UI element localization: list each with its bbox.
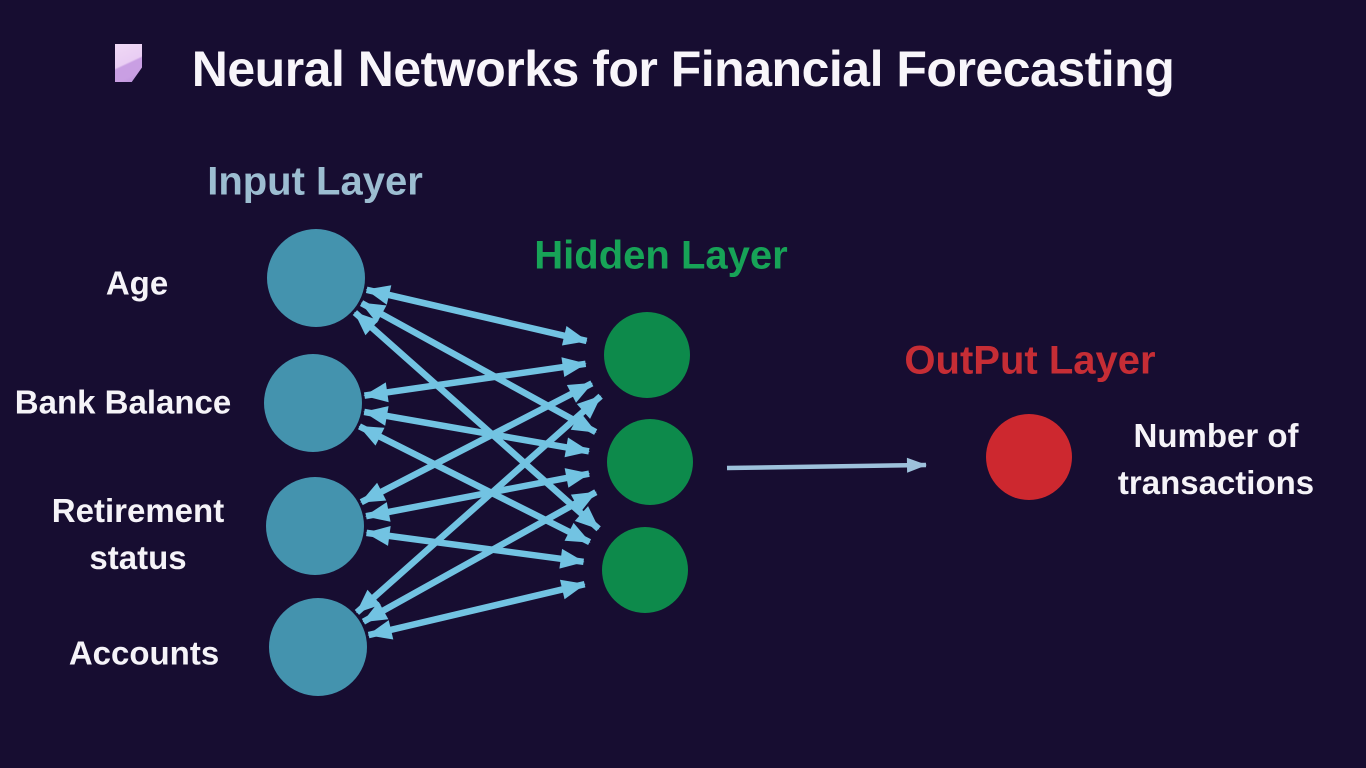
- input-node-bank-balance: [264, 354, 362, 452]
- input-node-label-accounts: Accounts: [68, 634, 220, 672]
- input-node-label-age: Age: [105, 264, 169, 302]
- connection-accounts-to-hidden-1: [354, 393, 603, 615]
- page-title: Neural Networks for Financial Forecastin…: [191, 41, 1175, 97]
- connection-accounts-to-hidden-3: [367, 579, 586, 640]
- retirement-label-line-1: Retirement: [51, 492, 225, 529]
- input-node-label-bank-balance: Bank Balance: [14, 383, 232, 421]
- input-node-label-retirement-status: Retirement status: [52, 487, 224, 581]
- hidden-node-hidden-3: [602, 527, 688, 613]
- hidden-node-hidden-2: [607, 419, 693, 505]
- input-layer-label: Input Layer: [207, 159, 423, 204]
- hidden-node-hidden-1: [604, 312, 690, 398]
- retirement-label-line-2: status: [89, 539, 187, 576]
- input-node-retirement-status: [266, 477, 364, 575]
- hidden-layer-label: Hidden Layer: [534, 233, 788, 278]
- connection-age-to-hidden-1: [365, 285, 588, 346]
- output-node-label: Number of transactions: [1118, 412, 1314, 506]
- output-label-line-1: Number of: [1133, 417, 1299, 454]
- input-node-accounts: [269, 598, 367, 696]
- input-node-age: [267, 229, 365, 327]
- connection-hidden-to-output: [726, 457, 927, 473]
- output-layer-label: OutPut Layer: [904, 338, 1156, 383]
- output-label-line-2: transactions: [1117, 464, 1315, 501]
- output-node-output-1: [986, 414, 1072, 500]
